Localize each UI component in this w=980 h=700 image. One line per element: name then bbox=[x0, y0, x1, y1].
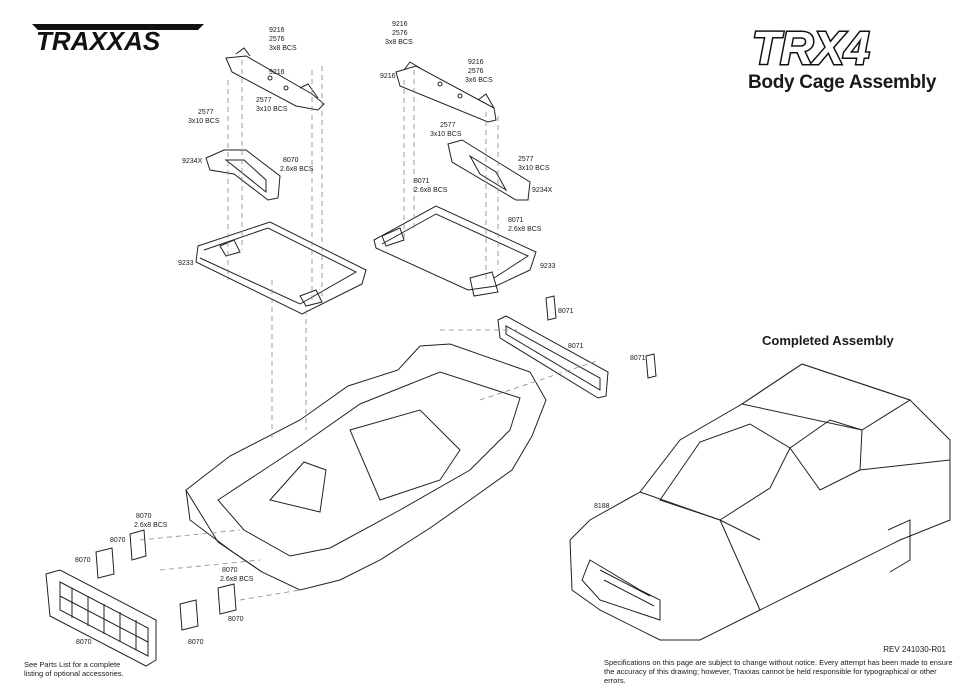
trx4-logo-text: TRX4 bbox=[752, 22, 870, 72]
traxxas-logo: TRAXXAS bbox=[32, 24, 204, 54]
grille-clip-c bbox=[179, 599, 199, 631]
callout-body-8188: 8188 bbox=[594, 503, 610, 510]
callout-f-8070-g: 8070 bbox=[76, 639, 92, 646]
callout-l-2577-a: 2577 bbox=[198, 109, 214, 116]
callout-m-8071-c: 8071 bbox=[630, 355, 646, 362]
parts-note-line-2: listing of optional accessories. bbox=[24, 669, 124, 678]
callout-r-2576-a: 2576 bbox=[392, 30, 408, 37]
left-side-plate bbox=[205, 149, 281, 201]
callout-f-8070-e: 8070 bbox=[228, 616, 244, 623]
callout-r-9216-a: 9216 bbox=[392, 21, 408, 28]
parts-note-line-1: See Parts List for a complete bbox=[24, 660, 121, 669]
traxxas-logo-text: TRAXXAS bbox=[36, 26, 161, 54]
callout-labels: 9216 2576 3x8 BCS 9216 2577 3x10 BCS 257… bbox=[75, 21, 646, 646]
callout-l-26x8-a: 2.6x8 BCS bbox=[280, 166, 314, 173]
callout-r-9216-c: 9216 bbox=[468, 59, 484, 66]
callout-l-9216-b: 9216 bbox=[269, 69, 285, 76]
callout-r-3x10-b: 3x10 BCS bbox=[518, 165, 550, 172]
callout-l-3x8-a: 3x8 BCS bbox=[269, 45, 297, 52]
body-tub bbox=[185, 343, 547, 591]
callout-f-8070-f: 8070 bbox=[188, 639, 204, 646]
callout-r-3x10-a: 3x10 BCS bbox=[430, 131, 462, 138]
callout-r-9234x: 9234X bbox=[532, 187, 553, 194]
rail-clip-upper bbox=[545, 295, 557, 321]
callout-r-26x8-b: 2.6x8 BCS bbox=[508, 226, 542, 233]
grille-clip-d bbox=[217, 583, 237, 615]
right-side-plate bbox=[447, 139, 531, 201]
callout-l-9234x-a: 9234X bbox=[182, 158, 203, 165]
disclaimer-line-1: Specifications on this page are subject … bbox=[604, 658, 953, 667]
callout-l-2576-a: 2576 bbox=[269, 36, 285, 43]
callout-l-2577-b: 2577 bbox=[256, 97, 272, 104]
callout-m-8071-a: 8071 bbox=[558, 308, 574, 315]
disclaimer-line-2: the accuracy of this drawing; however, T… bbox=[604, 667, 937, 685]
completed-body-shell bbox=[569, 363, 951, 641]
parts-list-note: See Parts List for a complete listing of… bbox=[24, 660, 164, 678]
callout-l-9233-a: 9233 bbox=[178, 260, 194, 267]
callout-f-26x8-a: 2.6x8 BCS bbox=[134, 522, 168, 529]
callout-r-2576-b: 2576 bbox=[468, 68, 484, 75]
explode-lines bbox=[139, 60, 601, 601]
callout-r-8071-a: 8071 bbox=[414, 178, 430, 185]
callout-r-2577-b: 2577 bbox=[518, 156, 534, 163]
completed-assembly-title: Completed Assembly bbox=[762, 333, 894, 348]
callout-r-2577-a: 2577 bbox=[440, 122, 456, 129]
front-grille bbox=[45, 569, 157, 667]
trx4-logo: TRX4 bbox=[751, 21, 872, 73]
right-cage-frame bbox=[373, 205, 537, 297]
callout-f-8070-d: 8070 bbox=[222, 567, 238, 574]
callout-l-8070-a: 8070 bbox=[283, 157, 299, 164]
callout-l-9216-a: 9216 bbox=[269, 27, 285, 34]
rail-clip-lower bbox=[645, 353, 657, 379]
page-title: Body Cage Assembly bbox=[748, 72, 937, 93]
callout-m-8071-b: 8071 bbox=[568, 343, 584, 350]
right-cage-top-bracket bbox=[395, 61, 497, 123]
left-cage-frame bbox=[195, 221, 367, 315]
rear-cross-rail bbox=[497, 315, 609, 399]
callout-f-8070-a: 8070 bbox=[136, 513, 152, 520]
callout-l-3x10-a: 3x10 BCS bbox=[188, 118, 220, 125]
callout-l-3x10-b: 3x10 BCS bbox=[256, 106, 288, 113]
callout-f-26x8-b: 2.6x8 BCS bbox=[220, 576, 254, 583]
callout-f-8070-c: 8070 bbox=[75, 557, 91, 564]
callout-r-9216-b: 9216 bbox=[380, 73, 396, 80]
left-cage-top-bracket bbox=[225, 47, 325, 111]
grille-clip-a bbox=[95, 547, 115, 579]
disclaimer-note: Specifications on this page are subject … bbox=[604, 658, 954, 685]
callout-r-3x8-a: 3x8 BCS bbox=[385, 39, 413, 46]
revision-number: REV 241030-R01 bbox=[883, 645, 946, 654]
callout-r-9233: 9233 bbox=[540, 263, 556, 270]
callout-r-8071-b: 8071 bbox=[508, 217, 524, 224]
callout-f-8070-b: 8070 bbox=[110, 537, 126, 544]
grille-clip-b bbox=[129, 529, 147, 561]
callout-r-26x8-a: 2.6x8 BCS bbox=[414, 187, 448, 194]
callout-r-3x8-b: 3x6 BCS bbox=[465, 77, 493, 84]
